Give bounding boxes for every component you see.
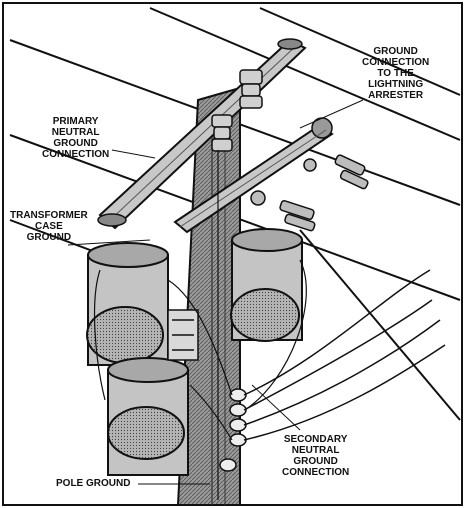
label-line: CONNECTION <box>282 467 350 478</box>
label-line: GROUND <box>26 232 72 243</box>
label-line: GROUND <box>373 46 418 57</box>
label-line: CONNECTION <box>42 149 110 160</box>
lower-crossarm <box>173 117 334 234</box>
ground-connection-lightning-label: GROUND CONNECTION TO THE LIGHTNING ARRES… <box>362 46 429 101</box>
label-line: GROUND <box>53 138 98 149</box>
transformer-leads <box>93 259 307 441</box>
leader-lines <box>67 99 364 485</box>
label-line: NEUTRAL <box>51 127 100 138</box>
label-line: POLE GROUND <box>56 478 131 489</box>
transformer-bracket <box>167 309 199 361</box>
label-line: LIGHTNING <box>368 79 424 90</box>
label-line: NEUTRAL <box>291 445 340 456</box>
transformer-case-label: TRANSFORMER CASE GROUND <box>10 210 88 243</box>
pole-ground-label: POLE GROUND <box>56 478 130 489</box>
primary-neutral-label: PRIMARY NEUTRAL GROUND CONNECTION <box>42 116 109 160</box>
label-line: CONNECTION <box>362 57 430 68</box>
label-line: ARRESTER <box>368 90 424 101</box>
label-line: TO THE <box>377 68 414 79</box>
label-line: TRANSFORMER <box>10 210 88 221</box>
label-line: GROUND <box>293 456 338 467</box>
label-line: SECONDARY <box>283 434 348 445</box>
secondary-neutral-label: SECONDARY NEUTRAL GROUND CONNECTION <box>282 434 349 478</box>
transformer-bottom <box>107 357 189 476</box>
lightning-arresters <box>250 154 369 232</box>
transformer-left <box>86 242 169 366</box>
label-line: CASE <box>34 221 63 232</box>
label-line: PRIMARY <box>52 116 99 127</box>
transformer-right <box>230 228 303 342</box>
primary-insulators <box>211 69 263 152</box>
secondary-wires <box>243 269 446 441</box>
secondary-insulators <box>219 388 247 472</box>
